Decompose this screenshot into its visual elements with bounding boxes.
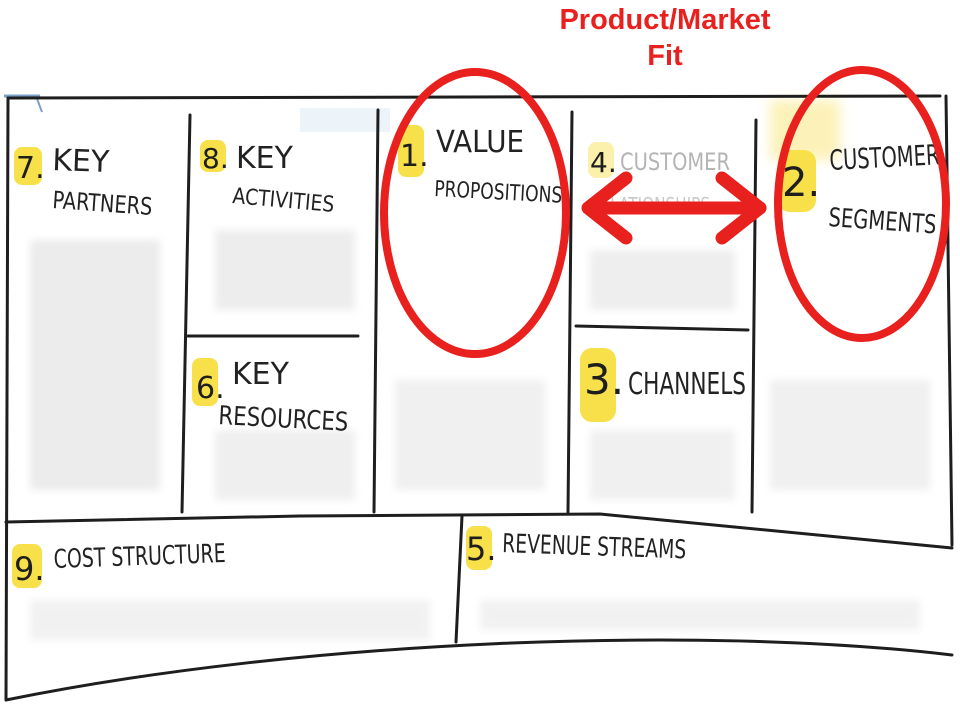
key-activities-line1: KEY xyxy=(236,141,294,176)
customer-relationships-split xyxy=(574,324,750,332)
fit-annotations xyxy=(380,66,950,358)
light-blue-patch xyxy=(300,108,390,132)
key-resources-number: 6. xyxy=(196,371,225,406)
value-propositions-line2: PROPOSITIONS xyxy=(434,177,563,209)
customer-segments-circle xyxy=(774,66,950,342)
key-resources-line1: KEY xyxy=(232,357,290,392)
canvas-grid xyxy=(4,94,954,702)
number-highlights xyxy=(12,125,816,588)
highlight-1 xyxy=(398,125,424,177)
bottom-curve xyxy=(4,638,954,702)
highlight-7 xyxy=(14,147,42,185)
key-activities-line2: ACTIVITIES xyxy=(231,184,335,218)
block-revenue-streams: 5. REVENUE STREAMS xyxy=(466,529,687,568)
block-channels: 3. CHANNELS xyxy=(584,355,746,404)
revenue-streams-number: 5. xyxy=(466,530,497,568)
customer-segments-number: 2. xyxy=(782,160,820,206)
bottom-section-top xyxy=(4,512,954,550)
top-border xyxy=(6,94,942,100)
divider-3 xyxy=(566,110,574,514)
channels-line1: CHANNELS xyxy=(628,367,746,402)
customer-segments-line1: CUSTOMER xyxy=(829,138,941,177)
cost-structure-number: 9. xyxy=(14,550,45,588)
divider-4 xyxy=(750,118,758,514)
right-border xyxy=(944,94,954,547)
channels-number: 3. xyxy=(584,355,624,404)
block-key-partners: 7. KEY PARTNERS xyxy=(16,143,153,221)
background-shading xyxy=(30,230,930,640)
cost-structure-line1: COST STRUCTURE xyxy=(53,539,226,575)
block-cost-structure: 9. COST STRUCTURE xyxy=(14,539,226,588)
value-propositions-line1: VALUE xyxy=(436,125,524,160)
diagram-title: Product/Market Fit xyxy=(520,2,810,74)
block-key-activities: 8. KEY ACTIVITIES xyxy=(202,141,335,218)
title-line-1: Product/Market xyxy=(559,4,771,36)
value-propositions-circle xyxy=(380,68,570,358)
highlight-2 xyxy=(778,150,816,212)
title-line-2: Fit xyxy=(647,40,683,72)
highlight-5 xyxy=(466,526,492,570)
customer-segments-line2: SEGMENTS xyxy=(828,203,938,240)
key-partners-line1: KEY xyxy=(52,143,111,180)
key-partners-number: 7. xyxy=(16,151,45,186)
customer-relationships-number: 4. xyxy=(590,146,617,179)
block-value-propositions: 1. VALUE PROPOSITIONS xyxy=(400,125,563,209)
divider-1 xyxy=(180,113,192,514)
highlight-4 xyxy=(588,142,614,178)
double-arrow xyxy=(581,171,767,245)
key-activities-number: 8. xyxy=(202,142,229,175)
customer-relationships-line1: CUSTOMER xyxy=(620,148,730,176)
bottom-divider xyxy=(454,514,464,644)
divider-2 xyxy=(372,108,380,514)
arrow-head-left xyxy=(581,171,633,245)
arrow-head-right xyxy=(715,171,767,245)
key-resources-line2: RESOURCES xyxy=(218,401,349,438)
key-partners-line2: PARTNERS xyxy=(52,186,154,221)
highlight-6 xyxy=(192,358,218,406)
left-border xyxy=(4,96,10,702)
revenue-streams-line1: REVENUE STREAMS xyxy=(502,529,687,565)
highlight-9 xyxy=(12,544,42,588)
value-propositions-number: 1. xyxy=(400,139,429,174)
highlight-8 xyxy=(200,140,226,172)
highlight-3 xyxy=(580,348,616,422)
block-key-resources: 6. KEY RESOURCES xyxy=(196,357,349,438)
